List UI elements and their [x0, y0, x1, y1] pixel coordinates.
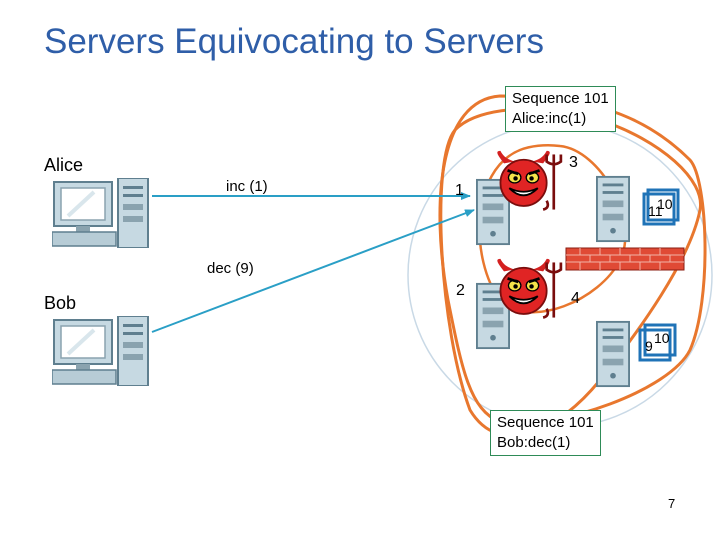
firewall-icon — [565, 247, 685, 271]
alice-label: Alice — [44, 155, 84, 175]
server3-old-value: 10 — [657, 196, 673, 212]
server3-label: 3 — [569, 154, 578, 171]
server3-state-box-back — [646, 188, 680, 222]
server4-icon — [596, 320, 630, 388]
server4-state-box-front — [638, 328, 672, 362]
bob-op-label: dec (9) — [207, 260, 254, 277]
server4-new-value: 9 — [645, 338, 653, 354]
server1-label: 1 — [455, 182, 464, 199]
server-cluster-circle — [407, 122, 713, 428]
page-number: 7 — [668, 496, 676, 511]
bob-label: Bob — [44, 293, 77, 313]
top-sequence-box: Sequence 101 Alice:inc(1) — [505, 86, 616, 132]
bob-to-server1-arrow — [151, 209, 475, 333]
server2-label: 2 — [456, 282, 465, 299]
server3-icon — [596, 175, 630, 243]
server3-state-box-front — [642, 192, 676, 226]
server3-new-value: 11 — [648, 203, 663, 219]
alice-computer-icon — [52, 178, 150, 248]
bob-computer-icon — [52, 316, 150, 386]
bottom-sequence-line2: Bob:dec(1) — [497, 434, 571, 451]
server4-state-box-back — [643, 323, 677, 357]
top-sequence-line1: Sequence 101 — [512, 90, 609, 107]
bottom-sequence-line1: Sequence 101 — [497, 414, 594, 431]
server4-old-value: 10 — [654, 330, 670, 346]
slide-title: Servers Equivocating to Servers — [44, 22, 544, 61]
bottom-sequence-box: Sequence 101 Bob:dec(1) — [490, 410, 601, 456]
server4-label: 4 — [571, 290, 580, 307]
alice-op-label: inc (1) — [226, 178, 268, 195]
top-sequence-line2: Alice:inc(1) — [512, 110, 587, 127]
